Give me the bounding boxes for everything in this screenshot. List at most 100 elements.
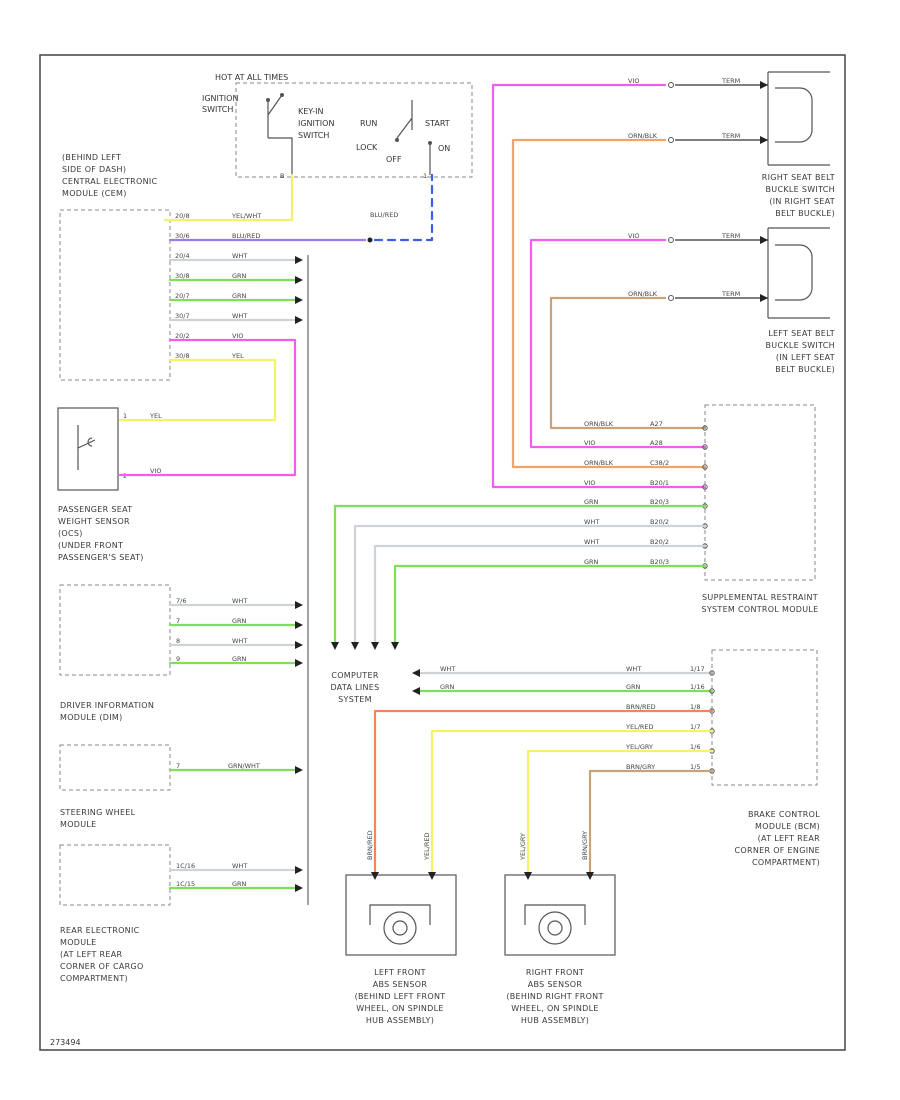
wire-yel-sensor — [118, 358, 277, 422]
bcm-label-5: COMPARTMENT) — [752, 858, 820, 867]
bcm-pin-0: 1/17 — [690, 665, 705, 673]
abs-arrow-0 — [371, 872, 379, 880]
srs-wire-label-7: GRN — [584, 558, 599, 566]
cem-box — [59, 209, 171, 381]
belt-term-label-1: TERM — [721, 132, 740, 140]
pass-sensor-label-5: PASSENGER'S SEAT) — [58, 553, 144, 562]
srs-pin-0: A27 — [650, 420, 663, 428]
lf-abs-label-2: ABS SENSOR — [373, 980, 428, 989]
dim-pin-0: 7/6 — [176, 597, 186, 605]
cem-arrow-4 — [295, 296, 303, 304]
wire-right-belt-orn — [511, 138, 707, 469]
off-label: OFF — [386, 155, 402, 164]
blu-red-label: BLU/RED — [370, 211, 398, 219]
bcm-connector-1 — [709, 688, 715, 694]
srs-cdl-arrow-2 — [371, 642, 379, 650]
blu-red-splice — [367, 237, 373, 243]
bcm-connector-0 — [709, 670, 715, 676]
srs-wire-label-0: ORN/BLK — [584, 420, 614, 428]
bcm-wire-label-0: WHT — [626, 665, 641, 673]
belt-arrow-2 — [760, 236, 768, 244]
cem-pin-4: 20/7 — [175, 292, 190, 300]
diagram-id: 273494 — [50, 1038, 81, 1047]
wire-left-belt-orn — [549, 296, 707, 430]
dim-pin-2: 8 — [176, 637, 180, 645]
swm-wire-label: GRN/WHT — [228, 762, 260, 770]
srs-connector-0 — [702, 425, 708, 431]
belt-connector-2 — [668, 237, 674, 243]
srs-wire-label-6: WHT — [584, 538, 599, 546]
rem-wire-label-1: GRN — [232, 880, 247, 888]
pass-sensor-box — [57, 407, 119, 491]
rem-label-1: REAR ELECTRONIC — [60, 926, 140, 935]
cem-label-2: SIDE OF DASH) — [62, 165, 126, 174]
rem-box — [59, 844, 171, 906]
belt-wire-label-2: VIO — [628, 232, 639, 240]
wire-yel-wht-feed — [163, 173, 294, 222]
srs-pin-5: B20/2 — [650, 518, 669, 526]
rem-arrow-0 — [295, 866, 303, 874]
cem-wire-label-6: VIO — [232, 332, 243, 340]
belt-term-label-0: TERM — [721, 77, 740, 85]
ign-switch-label-2: SWITCH — [202, 105, 233, 114]
swm-label-2: MODULE — [60, 820, 97, 829]
abs-arrow-1 — [428, 872, 436, 880]
rem-label-5: COMPARTMENT) — [60, 974, 128, 983]
cem-pin-0: 20/8 — [175, 212, 190, 220]
srs-pin-6: B20/2 — [650, 538, 669, 546]
srs-label-2: SYSTEM CONTROL MODULE — [701, 605, 818, 614]
dim-label-1: DRIVER INFORMATION — [60, 701, 154, 710]
cem-pin-3: 30/8 — [175, 272, 190, 280]
rem-label-2: MODULE — [60, 938, 97, 947]
rem-label-3: (AT LEFT REAR — [60, 950, 122, 959]
rf-abs-label-3: (BEHIND RIGHT FRONT — [506, 992, 603, 1001]
run-label: RUN — [360, 119, 377, 128]
ignition-switch-box — [235, 82, 473, 178]
wire-srs-grn-1 — [333, 504, 707, 647]
lf-abs-label-4: WHEEL, ON SPINDLE — [356, 1004, 443, 1013]
sensor-wire-vio-label: VIO — [150, 467, 161, 475]
bcm-pin-5: 1/5 — [690, 763, 700, 771]
lf-abs-wheel — [383, 911, 417, 945]
passenger-seat-sensor: 1 2 PASSENGER SEAT WEIGHT SENSOR (OCS) (… — [57, 407, 144, 562]
cdl-label-3: SYSTEM — [338, 695, 372, 704]
pass-sensor-label-4: (UNDER FRONT — [58, 541, 123, 550]
wire-blu-red-dashed — [373, 173, 434, 242]
wire-right-belt-vio — [491, 83, 707, 489]
srs-wire-label-3: VIO — [584, 479, 595, 487]
bcm-box — [711, 649, 818, 786]
srs-wire-label-4: GRN — [584, 498, 599, 506]
cem-pin-7: 30/8 — [175, 352, 190, 360]
cem-pin-6: 20/2 — [175, 332, 190, 340]
bcm-wire-label-2: BRN/RED — [626, 703, 656, 711]
bcm-wire-label-3: YEL/RED — [625, 723, 654, 731]
lf-abs-sensor: LEFT FRONT ABS SENSOR (BEHIND LEFT FRONT… — [345, 874, 457, 1025]
srs-connector-3 — [702, 484, 708, 490]
swm-pin: 7 — [176, 762, 180, 770]
ign-contact-dot-2 — [280, 93, 284, 97]
right-belt-label-3: (IN RIGHT SEAT — [769, 197, 835, 206]
abs-wire-label-1: YEL/RED — [423, 832, 431, 861]
dim-pin-3: 9 — [176, 655, 180, 663]
lf-abs-hub — [392, 920, 408, 936]
cem-arrow-2 — [295, 256, 303, 264]
srs-pin-2: C38/2 — [650, 459, 669, 467]
left-seat-belt-switch: LEFT SEAT BELT BUCKLE SWITCH (IN LEFT SE… — [766, 227, 835, 374]
swm-module: STEERING WHEEL MODULE — [59, 744, 171, 829]
cem-module: (BEHIND LEFT SIDE OF DASH) CENTRAL ELECT… — [59, 153, 171, 381]
srs-connector-2 — [702, 464, 708, 470]
bcm-module: BRAKE CONTROL MODULE (BCM) (AT LEFT REAR… — [711, 649, 820, 867]
abs-wire-label-2: YEL/GRY — [519, 833, 527, 861]
lf-abs-frame — [369, 904, 431, 925]
belt-term-label-3: TERM — [721, 290, 740, 298]
cem-arrow-5 — [295, 316, 303, 324]
wire-srs-grn-2 — [393, 564, 707, 647]
key-in-label-1: KEY-IN — [298, 107, 323, 116]
dim-box — [59, 584, 171, 676]
cem-wire-label-5: WHT — [232, 312, 247, 320]
cem-wire-label-2: WHT — [232, 252, 247, 260]
cdl-arrow-wht — [412, 669, 420, 677]
